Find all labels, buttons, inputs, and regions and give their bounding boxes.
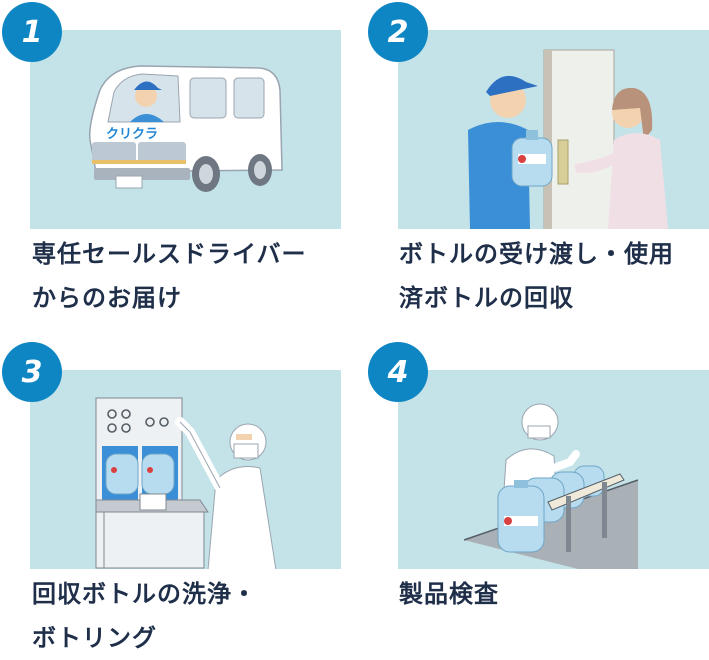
step-1-caption-line-2: からのお届け — [32, 284, 182, 312]
bottle-handover-icon — [468, 49, 668, 229]
bottle-washing-icon — [95, 397, 277, 569]
step-2-illustration-panel — [398, 30, 709, 229]
step-2-caption-line-1: ボトルの受け渡し・使用 — [399, 240, 674, 268]
step-2-caption: ボトルの受け渡し・使用 済ボトルの回収 — [399, 232, 674, 320]
step-2-caption-line-2: 済ボトルの回収 — [399, 284, 574, 312]
step-3-caption-line-2: ボトリング — [32, 624, 157, 652]
step-2-number-badge: 2 — [368, 2, 428, 62]
step-1-illustration-panel: クリクラ — [30, 30, 341, 229]
delivery-van-icon: クリクラ — [88, 65, 283, 192]
step-4-caption: 製品検査 — [399, 572, 499, 616]
step-3-caption: 回収ボトルの洗浄・ ボトリング — [32, 572, 257, 660]
step-4-illustration-panel — [398, 370, 709, 569]
step-3-number-badge: 3 — [2, 342, 62, 402]
step-1-caption: 専任セールスドライバー からのお届け — [32, 232, 307, 320]
step-4-caption-line-1: 製品検査 — [399, 580, 499, 608]
product-inspection-icon — [463, 403, 639, 569]
step-3-caption-line-1: 回収ボトルの洗浄・ — [32, 580, 257, 608]
step-1-caption-line-1: 専任セールスドライバー — [32, 240, 307, 268]
step-1-number-badge: 1 — [2, 2, 62, 62]
step-4-number-badge: 4 — [368, 342, 428, 402]
step-3-illustration-panel — [30, 370, 341, 569]
van-brand-label: クリクラ — [106, 127, 158, 142]
